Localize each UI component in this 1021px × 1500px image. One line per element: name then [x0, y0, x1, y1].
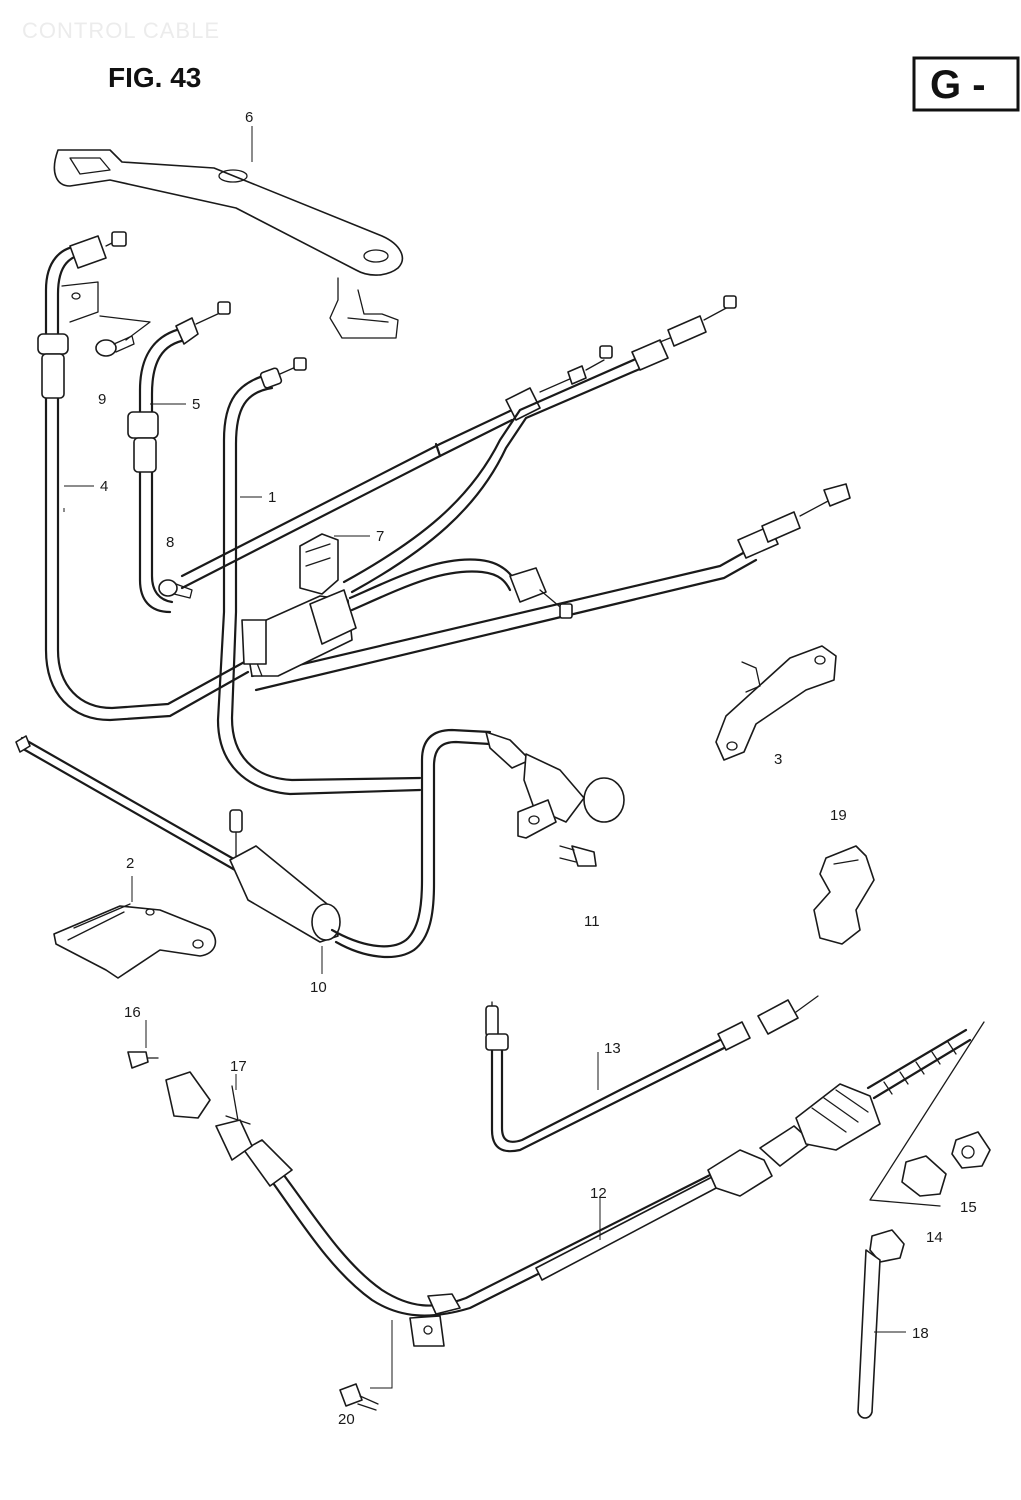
watermark-text: CONTROL CABLE: [22, 18, 220, 43]
callout-1: 1: [268, 489, 276, 506]
part-9-screw: [95, 315, 151, 357]
part-2-bracket: [53, 903, 217, 979]
callout-5: 5: [192, 396, 200, 413]
callout-18: 18: [912, 1325, 929, 1342]
callout-19: 19: [830, 807, 847, 824]
part-1-cable: [216, 357, 422, 796]
part-17-clip: [165, 1071, 253, 1161]
part-6-bracket: [53, 149, 404, 339]
callout-17: 17: [230, 1058, 247, 1075]
part-12-cable: [243, 1028, 972, 1347]
part-13-cable: [485, 995, 819, 1153]
part-11-lock: [485, 731, 625, 867]
callout-12: 12: [590, 1185, 607, 1202]
part-8-screw: [158, 579, 193, 599]
part-10-cable: [15, 728, 492, 959]
leader-lines: [64, 126, 906, 1333]
part-15-nut: [951, 1131, 991, 1169]
part-14-cap: [869, 1021, 985, 1207]
callout-7: 7: [376, 528, 384, 545]
callout-6: 6: [245, 109, 253, 126]
diagonal-cables: [180, 295, 851, 692]
figure-title: FIG. 43: [108, 62, 201, 93]
callout-labels: 6 9 5 4 1 7 8 3 19 2 11 10 16 13 17 12 1…: [98, 109, 977, 1428]
callout-16: 16: [124, 1004, 141, 1021]
part-7-clamp: [241, 533, 573, 677]
part-16-pin: [127, 1051, 159, 1069]
part-19-bracket: [813, 845, 875, 945]
callout-20: 20: [338, 1411, 355, 1428]
callout-3: 3: [774, 751, 782, 768]
part-5-cable: [127, 301, 231, 614]
svg-text:G -: G -: [930, 63, 986, 107]
part-18-wrench: [857, 1229, 905, 1419]
callout-14: 14: [926, 1229, 943, 1246]
callout-9: 9: [98, 391, 106, 408]
callout-2: 2: [126, 855, 134, 872]
callout-15: 15: [960, 1199, 977, 1216]
callout-11: 11: [584, 913, 600, 930]
callout-13: 13: [604, 1040, 621, 1057]
part-4-cable: [37, 231, 250, 722]
callout-4: 4: [100, 478, 108, 495]
callout-8: 8: [166, 534, 174, 551]
part-20-bolt: [339, 1320, 393, 1411]
callout-10: 10: [310, 979, 327, 996]
section-badge: G -: [912, 56, 1020, 112]
part-3-bracket: [715, 645, 837, 761]
